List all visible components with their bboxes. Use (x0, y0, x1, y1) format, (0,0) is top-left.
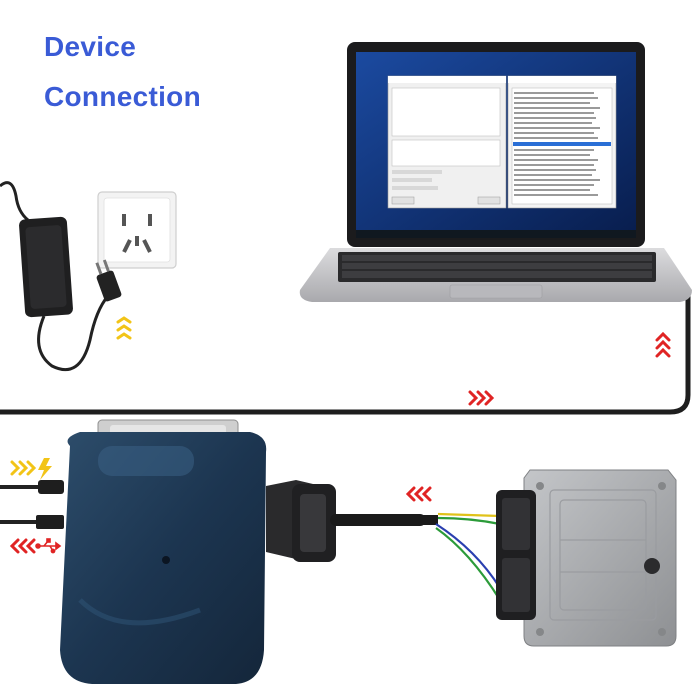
laptop-cable-up-arrow-icon (655, 331, 671, 358)
usb-icon (35, 538, 62, 554)
programmer-device (60, 419, 267, 684)
wire-green-lower (435, 527, 501, 601)
power-in-arrow-icon (10, 460, 37, 476)
db25-cable (266, 480, 438, 562)
cable-right-arrow-icon (468, 390, 495, 406)
diagram-title: Device Connection (44, 22, 201, 122)
wire-green (437, 516, 501, 526)
laptop (299, 42, 692, 302)
adapter-cord-top (0, 181, 29, 222)
usb-jack (36, 515, 64, 529)
wire-yellow (437, 512, 501, 518)
status-led (162, 556, 170, 564)
adapter-cord-bottom (37, 295, 110, 372)
usb-out-arrow-icon (9, 538, 36, 554)
power-plug (95, 259, 122, 302)
lightning-bolt-icon (38, 458, 52, 480)
ecu-left-arrow-icon (405, 486, 432, 502)
usb-cable (0, 287, 691, 415)
power-jack (38, 480, 64, 494)
title-line-connection: Connection (44, 81, 201, 112)
laptop-touchpad (449, 284, 543, 299)
protocol-list-window (507, 75, 617, 209)
ecu-connector (496, 490, 536, 620)
software-window (387, 75, 507, 209)
wire-blue (435, 523, 501, 589)
keyboard-keys (342, 255, 652, 278)
power-adapter (0, 181, 122, 372)
title-line-device: Device (44, 31, 137, 62)
screen-taskbar (356, 230, 636, 238)
plug-in-arrow-icon (116, 316, 132, 340)
ecu-module (523, 469, 677, 647)
ecu-mount-hole (644, 558, 660, 574)
wall-socket (97, 191, 177, 269)
